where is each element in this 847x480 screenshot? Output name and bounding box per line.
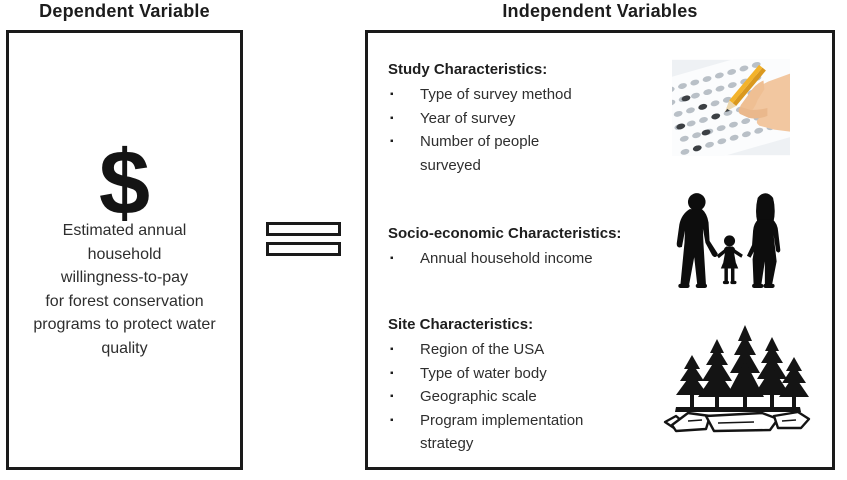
- equals-sign-icon: [266, 222, 341, 262]
- section-study-characteristics: Study Characteristics: ▪ Type of survey …: [388, 61, 688, 177]
- list-item: ▪ Program implementation strategy: [388, 409, 688, 456]
- bullet-icon: ▪: [390, 414, 394, 426]
- equals-bar-top: [266, 222, 341, 236]
- forest-illustration: [662, 315, 812, 437]
- list-item: ▪ Year of survey: [388, 107, 688, 131]
- list-item-text: Program implementation strategy: [420, 411, 584, 453]
- independent-variables-box: Study Characteristics: ▪ Type of survey …: [365, 30, 835, 470]
- section-header: Socio-economic Characteristics:: [388, 225, 622, 242]
- study-characteristics-list: ▪ Type of survey method ▪ Year of survey…: [388, 83, 688, 177]
- list-item-text: Annual household income: [420, 250, 593, 267]
- list-item: ▪ Geographic scale: [388, 385, 688, 409]
- list-item-text: Type of water body: [420, 364, 547, 382]
- dependent-variable-description: Estimated annual household willingness-t…: [33, 222, 216, 357]
- site-characteristics-list: ▪ Region of the USA ▪ Type of water body…: [388, 338, 688, 456]
- independent-variables-title: Independent Variables: [502, 1, 698, 21]
- dependent-variable-box: $ Estimated annual household willingness…: [6, 30, 243, 470]
- bullet-icon: ▪: [390, 136, 394, 147]
- bullet-icon: ▪: [390, 89, 394, 100]
- list-item: ▪ Region of the USA: [388, 338, 688, 362]
- bullet-icon: ▪: [390, 367, 394, 379]
- survey-photo: [672, 59, 790, 156]
- family-silhouette: [664, 189, 792, 303]
- section-header: Site Characteristics:: [388, 316, 534, 333]
- list-item-text: Number of people surveyed: [420, 133, 540, 174]
- list-item: ▪ Type of survey method: [388, 83, 688, 107]
- list-item: ▪ Annual household income: [388, 247, 688, 271]
- list-item-text: Geographic scale: [420, 388, 537, 405]
- equals-bar-bottom: [266, 242, 341, 256]
- bullet-icon: ▪: [390, 344, 394, 355]
- list-item-text: Year of survey: [420, 109, 516, 127]
- list-item-text: Region of the USA: [420, 341, 545, 358]
- dollar-sign-icon: $: [98, 132, 151, 234]
- socio-economic-list: ▪ Annual household income: [388, 247, 688, 271]
- section-socio-economic-characteristics: Socio-economic Characteristics: ▪ Annual…: [388, 225, 688, 271]
- dependent-variable-title: Dependent Variable: [39, 1, 210, 21]
- section-site-characteristics: Site Characteristics: ▪ Region of the US…: [388, 316, 688, 456]
- bullet-icon: ▪: [390, 391, 394, 402]
- list-item: ▪ Number of people surveyed: [388, 130, 688, 177]
- list-item-text: Type of survey method: [420, 86, 572, 103]
- bullet-icon: ▪: [390, 112, 394, 124]
- list-item: ▪ Type of water body: [388, 362, 688, 386]
- bullet-icon: ▪: [390, 253, 394, 264]
- section-header: Study Characteristics:: [388, 61, 548, 78]
